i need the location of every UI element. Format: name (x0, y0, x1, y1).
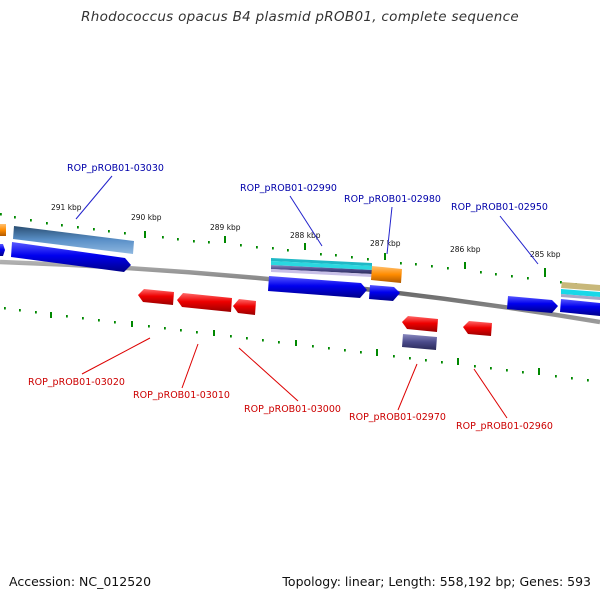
feature-bar[interactable] (271, 265, 372, 274)
kbp-label: 289 kbp (210, 223, 241, 232)
gene-arrow-forward[interactable] (507, 296, 558, 313)
feature-bar[interactable] (271, 258, 372, 266)
gene-label[interactable]: ROP_pROB01-03000 (244, 404, 341, 415)
feature-bar[interactable] (371, 266, 402, 283)
kbp-label: 288 kbp (290, 231, 321, 240)
gene-arrow-forward[interactable] (268, 276, 367, 298)
leader-line (473, 368, 508, 419)
gene-label[interactable]: ROP_pROB01-02950 (451, 202, 548, 213)
forward-features (0, 224, 600, 316)
leader-line (75, 175, 113, 220)
accession-text: Accession: NC_012520 (9, 574, 152, 589)
kbp-label: 287 kbp (370, 239, 401, 248)
gene-label[interactable]: ROP_pROB01-03030 (67, 163, 164, 174)
label-leaders (75, 175, 539, 419)
leader-line (289, 195, 323, 247)
leader-line (397, 363, 418, 411)
leader-line (386, 206, 393, 255)
gene-arrow-forward[interactable] (0, 244, 5, 256)
gene-label[interactable]: ROP_pROB01-02990 (240, 183, 337, 194)
upper-tick-track (0, 213, 593, 288)
kbp-labels: 291 kbp 290 kbp 289 kbp 288 kbp 287 kbp … (51, 203, 561, 259)
gene-arrow-reverse[interactable] (138, 289, 174, 305)
feature-bar[interactable] (561, 294, 600, 300)
feature-bar[interactable] (13, 226, 134, 254)
topology-summary: Topology: linear; Length: 558,192 bp; Ge… (282, 574, 591, 589)
leader-line (499, 215, 539, 265)
gene-label[interactable]: ROP_pROB01-03010 (133, 390, 230, 401)
gene-arrow-forward[interactable] (11, 242, 131, 272)
feature-bar[interactable] (271, 261, 372, 270)
gene-arrow-forward[interactable] (560, 299, 600, 316)
feature-bar[interactable] (561, 282, 600, 291)
gene-arrow-forward[interactable] (0, 224, 6, 236)
map-title: Rhodococcus opacus B4 plasmid pROB01, co… (81, 9, 519, 25)
leader-line (181, 343, 199, 389)
reverse-gene-labels: ROP_pROB01-03020 ROP_pROB01-03010 ROP_pR… (28, 377, 553, 432)
kbp-label: 291 kbp (51, 203, 82, 212)
gene-arrow-reverse[interactable] (177, 293, 232, 312)
gene-arrow-reverse[interactable] (463, 321, 492, 336)
reverse-features (138, 289, 492, 350)
feature-bar[interactable] (561, 289, 600, 297)
feature-bar[interactable] (402, 334, 437, 350)
leader-line (81, 337, 151, 375)
kbp-label: 285 kbp (530, 250, 561, 259)
gene-label[interactable]: ROP_pROB01-02980 (344, 194, 441, 205)
gene-label[interactable]: ROP_pROB01-02970 (349, 412, 446, 423)
feature-bar[interactable] (271, 269, 372, 277)
gene-label[interactable]: ROP_pROB01-03020 (28, 377, 125, 388)
gene-arrow-forward[interactable] (369, 285, 400, 301)
leader-line (238, 347, 299, 402)
forward-gene-labels: ROP_pROB01-03030 ROP_pROB01-02990 ROP_pR… (67, 163, 548, 213)
gene-label[interactable]: ROP_pROB01-02960 (456, 421, 553, 432)
gene-arrow-reverse[interactable] (402, 316, 438, 332)
kbp-label: 290 kbp (131, 213, 162, 222)
gene-arrow-reverse[interactable] (233, 299, 256, 315)
lower-tick-track (4, 307, 589, 382)
kbp-label: 286 kbp (450, 245, 481, 254)
